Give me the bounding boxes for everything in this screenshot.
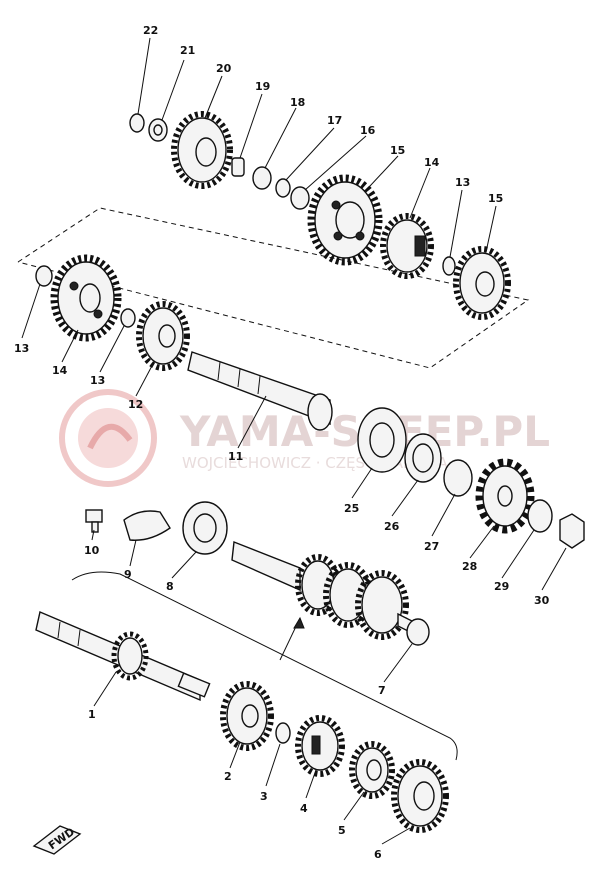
callout-13-mid: 13: [90, 374, 105, 387]
callout-27: 27: [424, 540, 439, 553]
leader-lines: [21, 37, 567, 845]
part-10-bolt: [85, 509, 103, 533]
part-22-gear: [171, 111, 233, 189]
part-24-circlip: [129, 113, 145, 133]
callout-20: 18: [290, 96, 305, 109]
part-15-gear: [453, 246, 511, 320]
callout-11: 11: [228, 450, 243, 463]
part-4-gear: [295, 715, 345, 777]
callout-16: 14: [424, 156, 440, 169]
callout-17: 15: [390, 144, 405, 157]
part-28-sprocket: [475, 458, 535, 534]
part-29-lockwasher: [527, 499, 553, 533]
part-13-circlip-c: [120, 308, 136, 328]
part-23-washer-hole: [153, 124, 163, 136]
part-2-gear: [220, 681, 274, 751]
callout-12: 12: [128, 398, 143, 411]
callout-7: 7: [378, 684, 386, 697]
part-18-washer: [290, 186, 310, 210]
callout-4: 4: [300, 802, 308, 815]
part-11-shaft: [187, 351, 333, 431]
callout-15: 15: [488, 192, 503, 205]
callout-13-left: 13: [14, 342, 29, 355]
callout-22: 20: [216, 62, 232, 75]
part-20-washer: [252, 166, 272, 190]
callout-8: 8: [166, 580, 174, 593]
callout-29: 29: [494, 580, 509, 593]
part-8-bearing: [182, 501, 228, 555]
part-12-gear: [136, 301, 190, 371]
part-3-circlip: [275, 722, 291, 744]
callout-5: 5: [338, 824, 346, 837]
part-27-collar: [443, 459, 473, 497]
callout-6: 6: [374, 848, 382, 861]
callout-3: 3: [260, 790, 268, 803]
callout-30: 30: [534, 594, 550, 607]
part-26-seal-inner: [412, 443, 434, 473]
part-30-nut: [559, 513, 585, 549]
part-19-circlip: [275, 178, 291, 198]
part-16-gear: [380, 213, 434, 279]
assembly-boundary-upper: [17, 207, 530, 369]
callout-21: 19: [255, 80, 270, 93]
callout-28: 28: [462, 560, 477, 573]
part-13-circlip-b: [35, 265, 53, 287]
part-21-bearing: [231, 157, 245, 177]
callout-10: 10: [84, 544, 100, 557]
callout-19: 17: [327, 114, 342, 127]
callout-13-upper: 13: [455, 176, 470, 189]
callout-9: 9: [124, 568, 132, 581]
callout-24: 22: [143, 24, 158, 37]
callout-25: 25: [344, 502, 359, 515]
part-14-gear: [50, 254, 122, 342]
callout-1: 1: [88, 708, 96, 721]
assembly-bracket-lower: [71, 571, 458, 761]
callout-18: 16: [360, 124, 376, 137]
part-17-gear: [307, 174, 383, 266]
callout-23: 21: [180, 44, 195, 57]
callout-labels: 22 21 20 19 18 17 16 15 14 13 15 13 14 1…: [14, 24, 550, 861]
part-25-bearing: [357, 407, 407, 473]
part-13-circlip-a: [442, 256, 456, 276]
part-5-gear: [349, 741, 395, 799]
part-7-collar: [406, 618, 430, 646]
part-1-shaft: [35, 611, 211, 702]
forward-direction-icon: FWD: [32, 825, 82, 855]
callout-26: 26: [384, 520, 400, 533]
drive-axle-assembly: [231, 541, 415, 640]
callout-14: 14: [52, 364, 68, 377]
part-9-plate: [123, 510, 171, 541]
part-6-gear: [391, 759, 449, 833]
assembly-arrowhead: [293, 616, 305, 629]
callout-2: 2: [224, 770, 232, 783]
